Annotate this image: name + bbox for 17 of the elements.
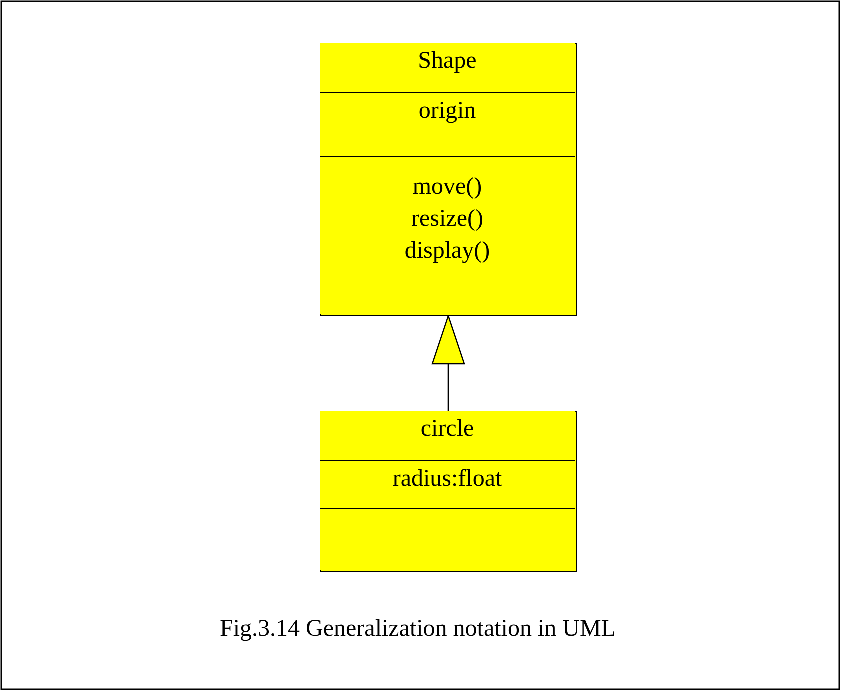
class-member: display() [404, 237, 492, 266]
class-compartment [320, 460, 575, 508]
class-member: move() [412, 173, 484, 202]
class-compartment [320, 156, 575, 314]
class-member: radius:float [392, 465, 504, 494]
class-compartment [320, 43, 575, 92]
class-member: resize() [410, 205, 484, 234]
class-compartment [320, 92, 575, 156]
class-compartment [320, 411, 575, 460]
figure-caption: Fig.3.14 Generalization notation in UML [219, 616, 617, 643]
class-name: Shape [417, 47, 478, 76]
class-box [320, 411, 577, 572]
class-box [320, 43, 577, 316]
generalization-arrow [432, 315, 466, 411]
empty-compartment [320, 508, 575, 570]
class-member: origin [418, 97, 478, 126]
class-name: circle [420, 415, 476, 444]
